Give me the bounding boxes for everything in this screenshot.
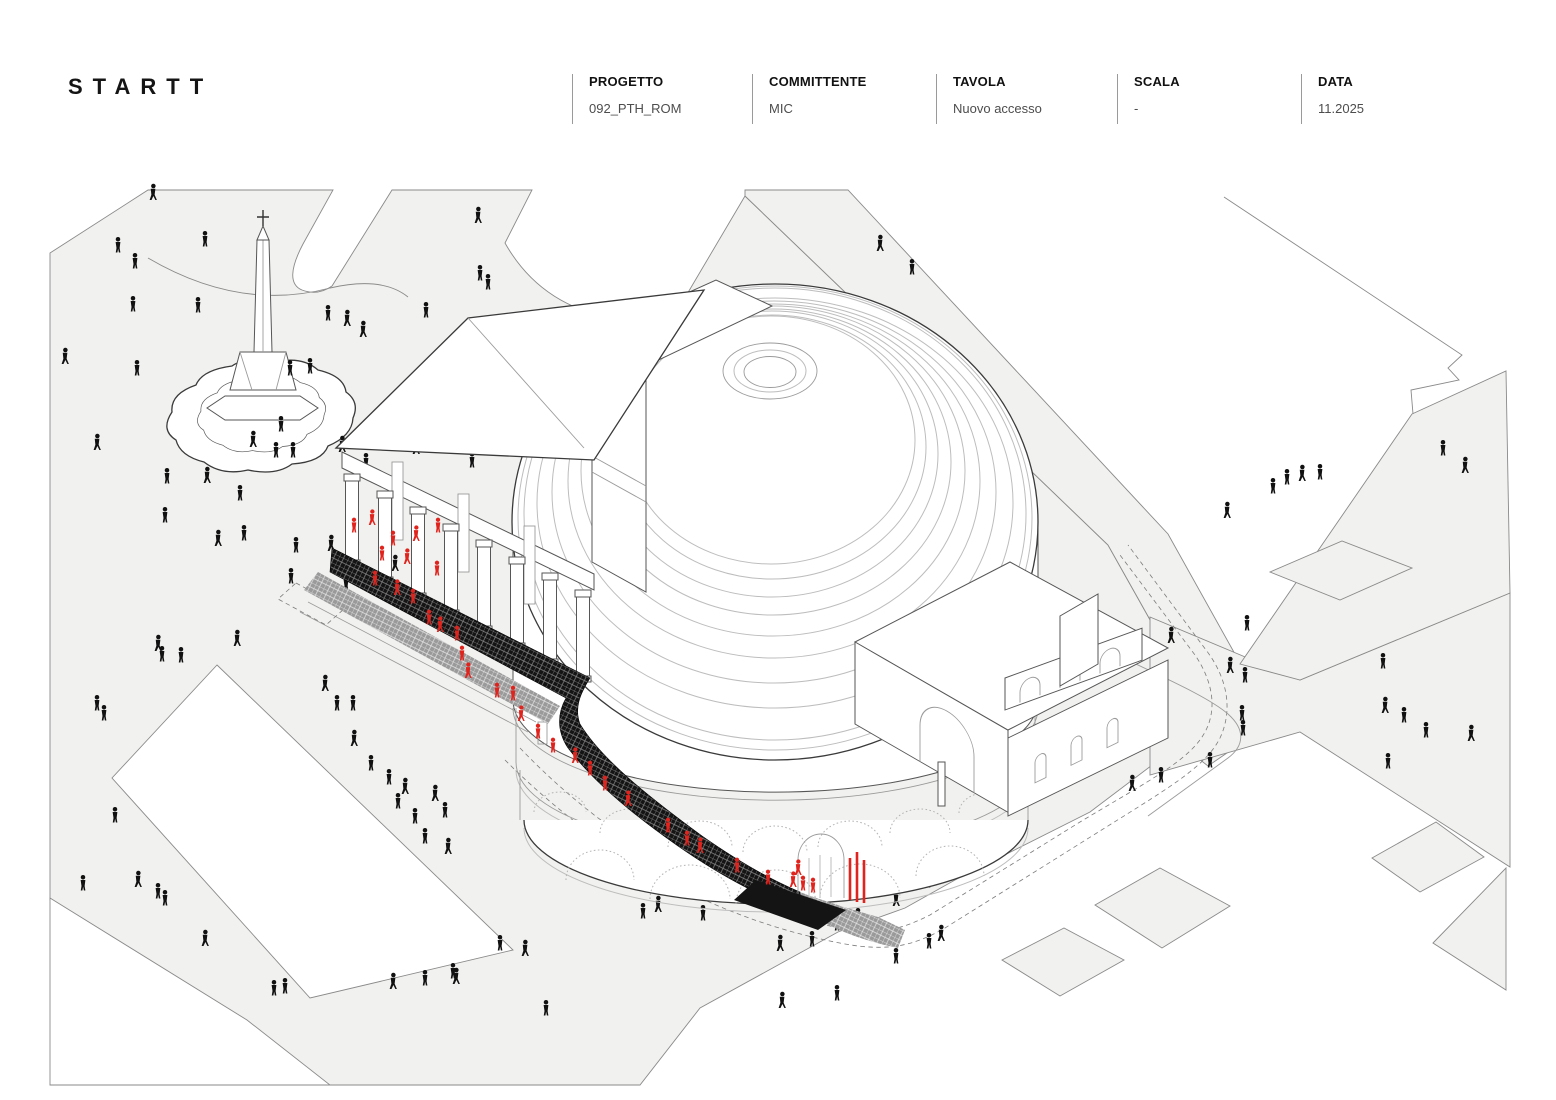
field-label: TAVOLA bbox=[953, 74, 1006, 89]
block-roof-2 bbox=[1094, 867, 1231, 949]
entrance-red-banners bbox=[848, 852, 866, 903]
city-block-corner bbox=[49, 897, 332, 1086]
block-roof-1 bbox=[1268, 540, 1414, 601]
field-data: DATA 11.2025 bbox=[1301, 74, 1364, 124]
block-roof-5 bbox=[1371, 821, 1485, 893]
oculus bbox=[722, 342, 818, 400]
entrance-arch bbox=[797, 833, 845, 900]
title-block: STARTT PROGETTO 092_PTH_ROM COMMITTENTE … bbox=[0, 0, 1556, 150]
block-roof-4 bbox=[1432, 866, 1507, 991]
pantheon-building bbox=[277, 279, 1242, 913]
field-value: Nuovo accesso bbox=[953, 101, 1042, 116]
fountain-pedestal bbox=[206, 395, 319, 421]
field-value: 11.2025 bbox=[1318, 101, 1365, 116]
new-entrance bbox=[734, 833, 866, 930]
portico bbox=[277, 289, 706, 733]
obelisk-cross bbox=[257, 210, 269, 226]
annex-ruins bbox=[853, 561, 1170, 817]
block-roof-3 bbox=[1001, 927, 1125, 997]
annex-arch bbox=[919, 706, 975, 793]
field-tavola: TAVOLA Nuovo accesso bbox=[936, 74, 1042, 124]
fountain-obelisk bbox=[166, 210, 356, 473]
field-progetto: PROGETTO 092_PTH_ROM bbox=[572, 74, 681, 124]
annex-tower bbox=[1059, 593, 1099, 687]
annex-column bbox=[937, 761, 946, 807]
entrance-platform bbox=[734, 880, 846, 930]
field-label: PROGETTO bbox=[589, 74, 664, 89]
fountain-rock-base bbox=[229, 351, 297, 391]
studio-logo: STARTT bbox=[68, 74, 214, 99]
city-block-northeast-outline bbox=[1223, 196, 1463, 415]
field-label: SCALA bbox=[1134, 74, 1180, 89]
field-label: COMMITTENTE bbox=[769, 74, 867, 89]
field-value: MIC bbox=[769, 101, 793, 116]
field-value: - bbox=[1134, 101, 1139, 116]
paving-joint bbox=[147, 257, 409, 298]
field-committente: COMMITTENTE MIC bbox=[752, 74, 867, 124]
annex-wall-right bbox=[1007, 659, 1169, 817]
field-label: DATA bbox=[1318, 74, 1353, 89]
portico-roof bbox=[334, 289, 706, 461]
city-block-southwest bbox=[111, 664, 514, 999]
field-value: 092_PTH_ROM bbox=[589, 101, 682, 116]
obelisk-pyramidion bbox=[256, 224, 270, 241]
field-scala: SCALA - bbox=[1117, 74, 1180, 124]
